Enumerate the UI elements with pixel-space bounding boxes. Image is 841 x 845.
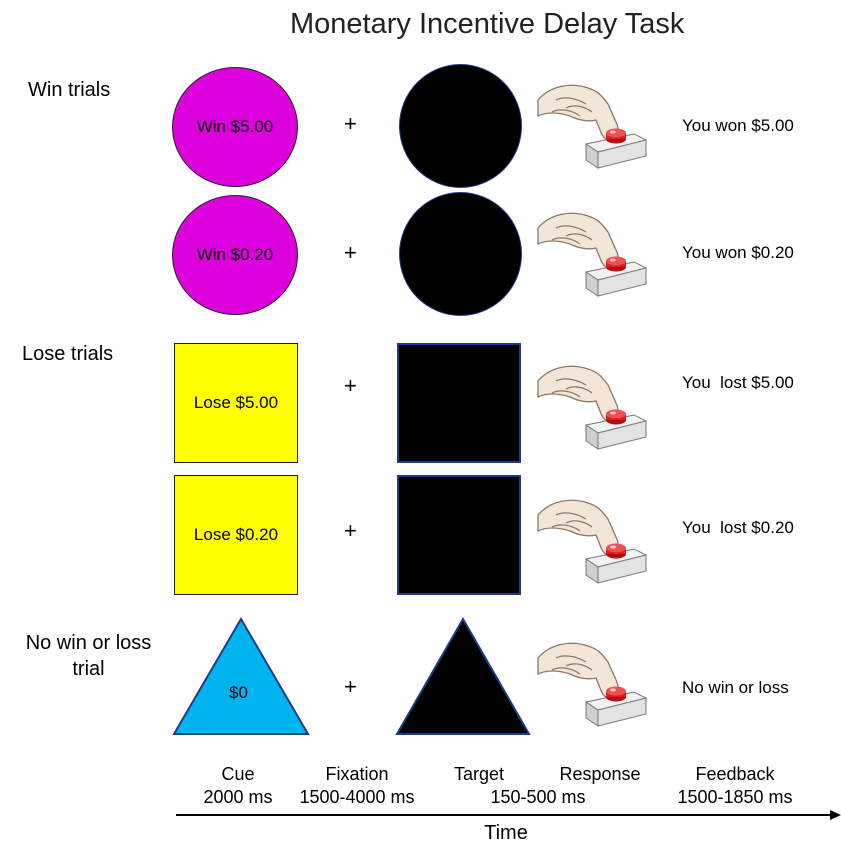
group-label-neutral: No win or loss trial	[0, 630, 177, 682]
button-press-icon	[536, 82, 648, 177]
cue-label: Lose $0.20	[193, 525, 279, 544]
timeline-response-name: Response	[559, 764, 641, 784]
target-circle	[399, 192, 522, 316]
fixation-cross: +	[344, 111, 357, 136]
button-press-icon	[536, 497, 648, 592]
feedback-text: You lost $0.20	[682, 518, 794, 537]
time-axis-arrow	[176, 808, 841, 827]
button-press-icon	[536, 210, 648, 305]
timeline-feedback-duration: 1500-1850 ms	[677, 787, 793, 807]
time-axis-label: Time	[484, 822, 528, 844]
group-label-win: Win trials	[28, 79, 111, 101]
group-label-lose: Lose trials	[22, 343, 114, 365]
timeline-target-response-duration: 150-500 ms	[490, 787, 586, 807]
diagram-title: Monetary Incentive Delay Task	[290, 8, 685, 40]
cue-circle-win-020: Win $0.20	[172, 195, 298, 315]
cue-circle-win-5: Win $5.00	[172, 67, 298, 187]
target-circle	[399, 64, 522, 188]
timeline-fixation: Fixation 1500-4000 ms	[290, 763, 424, 809]
timeline-feedback-name: Feedback	[695, 764, 775, 784]
cue-label: Win $5.00	[196, 117, 274, 136]
timeline-feedback: Feedback 1500-1850 ms	[660, 763, 810, 809]
cue-triangle-neutral	[172, 617, 312, 742]
fixation-cross: +	[344, 240, 357, 265]
target-square	[397, 475, 521, 595]
cue-square-lose-020: Lose $0.20	[174, 475, 298, 595]
target-square	[397, 343, 521, 463]
fixation-cross: +	[344, 373, 357, 398]
timeline-cue-name: Cue	[221, 764, 255, 784]
timeline-cue-duration: 2000 ms	[203, 787, 273, 807]
cue-square-lose-5: Lose $5.00	[174, 343, 298, 463]
timeline-target-name: Target	[453, 764, 505, 784]
button-press-icon	[536, 363, 648, 458]
cue-label: Lose $5.00	[193, 393, 279, 412]
feedback-text: You lost $5.00	[682, 373, 794, 392]
feedback-text: You won $5.00	[682, 116, 794, 135]
feedback-text: You won $0.20	[682, 243, 794, 262]
timeline-fixation-duration: 1500-4000 ms	[299, 787, 415, 807]
timeline-fixation-name: Fixation	[325, 764, 389, 784]
group-label-neutral-line1: No win or loss	[25, 632, 152, 654]
group-label-neutral-line2: trial	[72, 658, 105, 680]
fixation-cross: +	[344, 674, 357, 699]
fixation-cross: +	[344, 518, 357, 543]
timeline-cue: Cue 2000 ms	[188, 763, 288, 809]
feedback-text: No win or loss	[682, 678, 789, 697]
button-press-icon	[536, 640, 648, 735]
target-triangle	[395, 616, 535, 742]
cue-label: Win $0.20	[196, 245, 274, 264]
cue-label: $0	[229, 683, 248, 702]
